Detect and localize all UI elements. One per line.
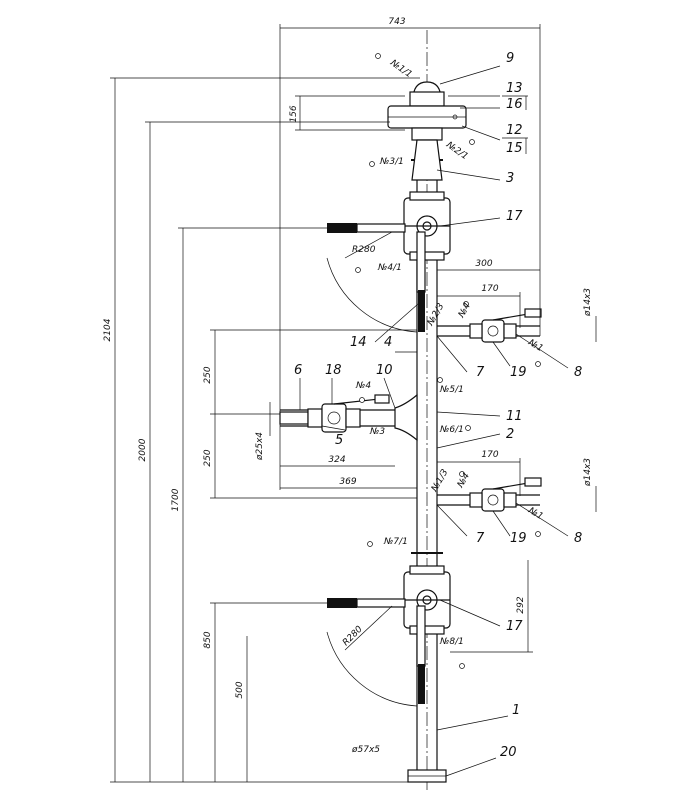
callout-7-top: 7 (476, 365, 485, 380)
top-cap-assembly (387, 81, 467, 181)
callout-12: 12 (506, 123, 523, 138)
weld-2-1: №2/1 (443, 140, 469, 162)
callout-13: 13 (506, 81, 523, 96)
weld-4-left: №4 (355, 381, 371, 391)
callout-7-bottom: 7 (476, 531, 485, 546)
callout-8-top: 8 (574, 365, 582, 380)
callout-9: 9 (506, 51, 514, 66)
callout-14: 14 (350, 335, 367, 350)
dim-r280-top: R280 (352, 245, 376, 255)
dim-14x3-top: ø14x3 (583, 288, 593, 317)
radius-arcs (326, 231, 418, 707)
callout-labels: 9 13 16 12 15 3 17 14 4 7 19 8 6 18 10 5… (294, 51, 582, 760)
callout-16: 16 (506, 97, 523, 112)
weld-5-1: №5/1 (439, 385, 464, 395)
weld-4-lower: №4 (455, 471, 472, 490)
dim-850: 850 (203, 631, 213, 648)
leader-lines (299, 65, 569, 777)
dim-1700: 1700 (171, 488, 181, 511)
callout-4: 4 (384, 335, 392, 350)
dim-25x4: ø25x4 (255, 432, 265, 461)
dim-292: 292 (516, 596, 526, 613)
horizontal-dimensions (279, 24, 541, 496)
callout-8-bottom: 8 (574, 531, 582, 546)
right-branch-bottom (437, 477, 542, 512)
dim-300: 300 (475, 259, 492, 269)
dim-2104: 2104 (103, 318, 113, 341)
dim-170-top: 170 (481, 284, 498, 294)
dimension-labels: 743 300 156 R280 R280 170 170 ø14x3 ø14x… (103, 17, 593, 755)
callout-17-top: 17 (506, 209, 523, 224)
right-branch-top (437, 308, 542, 343)
left-branch-tee (279, 393, 418, 442)
weld-4-1: №4/1 (377, 263, 402, 273)
weld-6-1: №6/1 (439, 425, 464, 435)
dim-2000: 2000 (138, 438, 148, 461)
callout-19-top: 19 (510, 365, 527, 380)
dim-14x3-bottom: ø14x3 (583, 458, 593, 487)
callout-19-bottom: 19 (510, 531, 527, 546)
callout-20: 20 (500, 745, 517, 760)
callout-17-bottom: 17 (506, 619, 523, 634)
dim-57x5: ø57x5 (351, 745, 380, 755)
weld-3-1: №3/1 (379, 157, 404, 167)
callout-10: 10 (376, 363, 393, 378)
dim-r280-bottom: R280 (341, 624, 365, 648)
weld-1-1: №1/1 (387, 58, 413, 80)
dim-156: 156 (289, 105, 299, 122)
callout-11: 11 (506, 409, 523, 424)
weld-3-left: №3 (369, 427, 385, 437)
lower-valve-17 (327, 565, 451, 704)
weld-7-1: №7/1 (383, 537, 408, 547)
upper-valve-17 (327, 191, 451, 332)
weld-circles (355, 53, 541, 669)
weld-2-3: №2/3 (425, 302, 446, 329)
callout-15: 15 (506, 141, 523, 156)
dim-500: 500 (235, 681, 245, 698)
callout-18: 18 (325, 363, 342, 378)
callout-3: 3 (506, 171, 514, 186)
dim-743: 743 (388, 17, 405, 27)
callout-2: 2 (506, 427, 514, 442)
vertical-dimensions (110, 77, 597, 783)
weld-1-top-right: №1 (526, 337, 545, 354)
dim-250-top: 250 (203, 366, 213, 383)
dim-170-bottom: 170 (481, 450, 498, 460)
weld-1-3: №1/3 (429, 468, 450, 495)
callout-6: 6 (294, 363, 302, 378)
dim-324: 324 (328, 455, 345, 465)
callout-1: 1 (512, 703, 520, 718)
bottom-foot-20 (407, 769, 447, 783)
weld-4-top: №4 (456, 301, 473, 320)
dim-250-bottom: 250 (203, 449, 213, 466)
dim-369: 369 (339, 477, 356, 487)
weld-8-1: №8/1 (439, 637, 464, 647)
callout-5: 5 (335, 433, 343, 448)
